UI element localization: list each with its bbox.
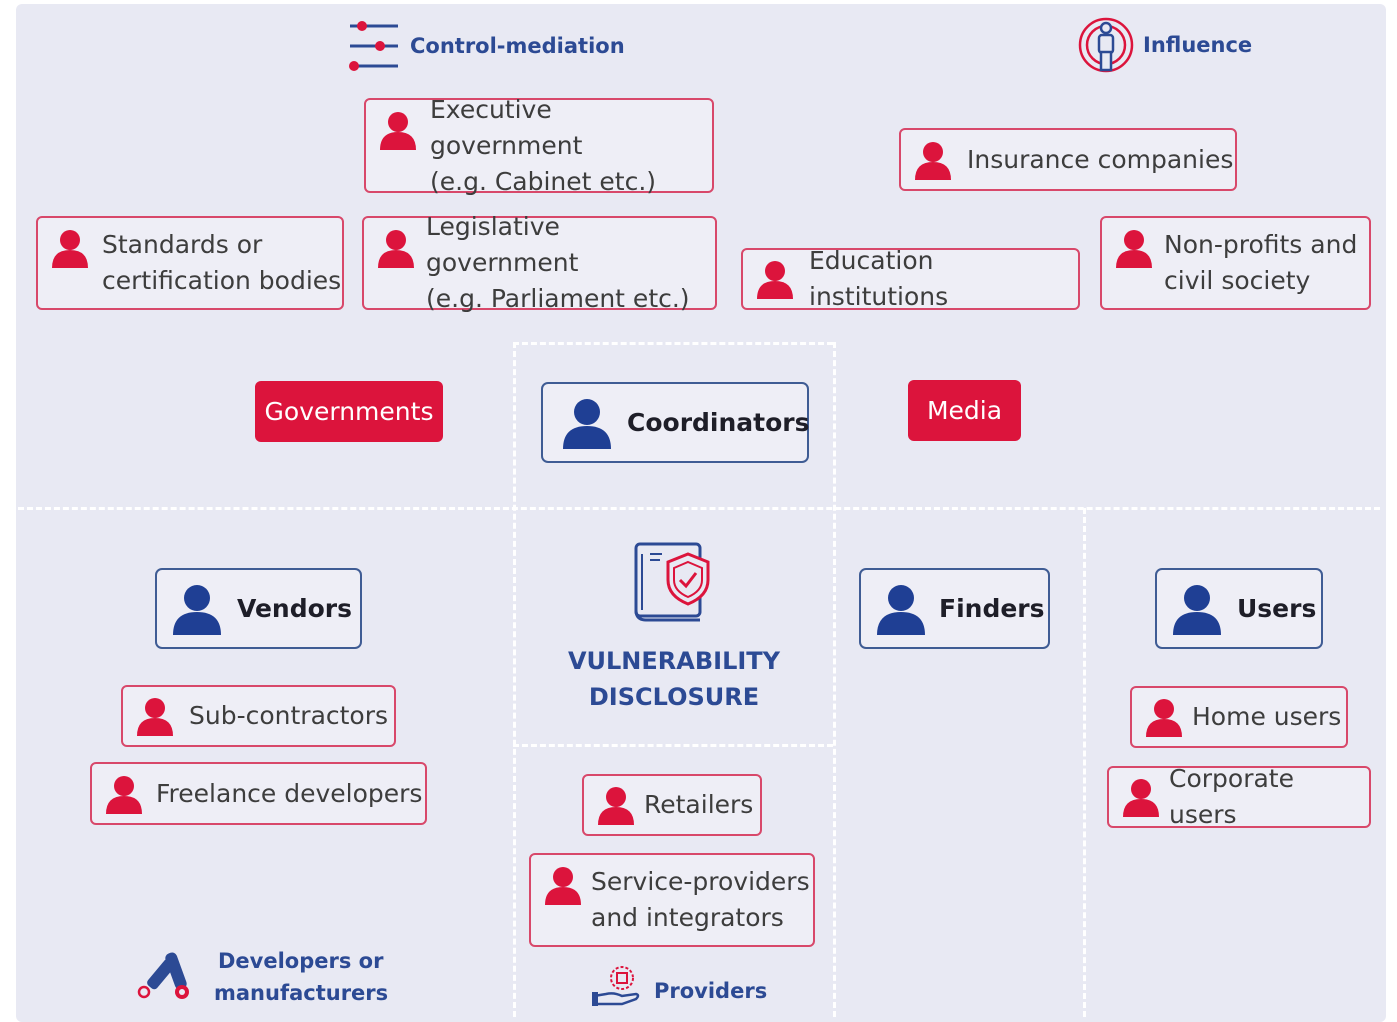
freelance-developers-box: Freelance developers bbox=[90, 762, 427, 825]
hand-icon bbox=[592, 966, 640, 1006]
standards-bodies-box: Standards or certification bodies bbox=[36, 216, 344, 310]
developers-line2: manufacturers bbox=[214, 981, 389, 1005]
divider-center-left bbox=[513, 342, 516, 1017]
retailers-box: Retailers bbox=[582, 774, 762, 836]
sub-contractors-label: Sub-contractors bbox=[189, 701, 389, 730]
person-icon bbox=[378, 230, 414, 268]
non-profits-label: Non-profits and civil society bbox=[1164, 230, 1358, 295]
executive-government-label: Executive government (e.g. Cabinet etc.) bbox=[430, 94, 657, 196]
insurance-companies-box: Insurance companies bbox=[899, 128, 1237, 191]
users-label: Users bbox=[1237, 594, 1317, 623]
divider-center-right bbox=[833, 342, 836, 1017]
providers-category: Providers bbox=[654, 979, 768, 1003]
divider-horizontal bbox=[18, 507, 1380, 510]
users-box: Users bbox=[1155, 568, 1323, 649]
influence-icon bbox=[1078, 17, 1134, 73]
education-institutions-box: Education institutions bbox=[741, 246, 1080, 311]
service-providers-box: Service-providers and integrators bbox=[529, 853, 815, 947]
person-icon bbox=[1116, 230, 1152, 268]
person-icon bbox=[877, 584, 925, 635]
person-icon bbox=[173, 584, 221, 635]
non-profits-box: Non-profits and civil society bbox=[1100, 216, 1371, 310]
center-title-line1: VULNERABILITY bbox=[567, 647, 781, 675]
person-icon bbox=[137, 698, 173, 736]
center-title: VULNERABILITY DISCLOSURE bbox=[513, 643, 835, 715]
service-providers-label: Service-providers and integrators bbox=[591, 867, 810, 932]
governments-box: Governments bbox=[255, 381, 443, 442]
person-icon bbox=[1146, 699, 1182, 737]
home-users-box: Home users bbox=[1130, 686, 1348, 748]
developers-category: Developers or manufacturers bbox=[214, 945, 388, 1009]
sub-contractors-box: Sub-contractors bbox=[121, 685, 396, 747]
media-box: Media bbox=[908, 380, 1021, 441]
finders-label: Finders bbox=[939, 594, 1045, 623]
governments-label: Governments bbox=[264, 397, 434, 426]
vendors-label: Vendors bbox=[237, 594, 353, 623]
person-icon bbox=[380, 112, 416, 150]
person-icon bbox=[106, 775, 142, 814]
divider-center-top bbox=[513, 342, 833, 345]
person-icon bbox=[563, 398, 611, 449]
retailers-label: Retailers bbox=[644, 790, 754, 819]
executive-government-box: Executive government (e.g. Cabinet etc.) bbox=[364, 95, 714, 196]
person-icon bbox=[1173, 584, 1221, 635]
corporate-users-label: Corporate users bbox=[1169, 764, 1294, 829]
corporate-users-box: Corporate users bbox=[1107, 764, 1371, 829]
developers-line1: Developers or bbox=[218, 949, 384, 973]
coordinators-label: Coordinators bbox=[627, 408, 810, 437]
coordinators-box: Coordinators bbox=[541, 382, 810, 463]
education-institutions-label: Education institutions bbox=[809, 246, 949, 311]
center-title-line2: DISCLOSURE bbox=[588, 683, 760, 711]
legislative-government-label: Legislative government (e.g. Parliament … bbox=[426, 212, 690, 313]
influence-label: Influence bbox=[1143, 33, 1253, 57]
control-mediation-label: Control-mediation bbox=[410, 34, 625, 58]
person-icon bbox=[545, 867, 581, 905]
influence-legend: Influence bbox=[1077, 16, 1252, 74]
person-icon bbox=[915, 141, 951, 180]
divider-right bbox=[1083, 508, 1086, 1017]
insurance-companies-label: Insurance companies bbox=[967, 144, 1234, 174]
divider-center-bottom bbox=[513, 744, 833, 747]
control-mediation-legend: Control-mediation bbox=[346, 20, 625, 72]
tools-icon bbox=[137, 952, 189, 999]
person-icon bbox=[1123, 779, 1159, 817]
legislative-government-box: Legislative government (e.g. Parliament … bbox=[362, 212, 717, 313]
person-icon bbox=[52, 230, 88, 268]
person-icon bbox=[757, 261, 793, 299]
control-mediation-icon bbox=[349, 21, 398, 71]
standards-bodies-label: Standards or certification bodies bbox=[102, 230, 342, 295]
media-label: Media bbox=[926, 396, 1003, 425]
freelance-developers-label: Freelance developers bbox=[156, 778, 423, 808]
finders-box: Finders bbox=[859, 568, 1050, 649]
home-users-label: Home users bbox=[1192, 702, 1342, 731]
book-shield-icon bbox=[634, 542, 710, 622]
vendors-box: Vendors bbox=[155, 568, 362, 649]
person-icon bbox=[598, 787, 634, 825]
